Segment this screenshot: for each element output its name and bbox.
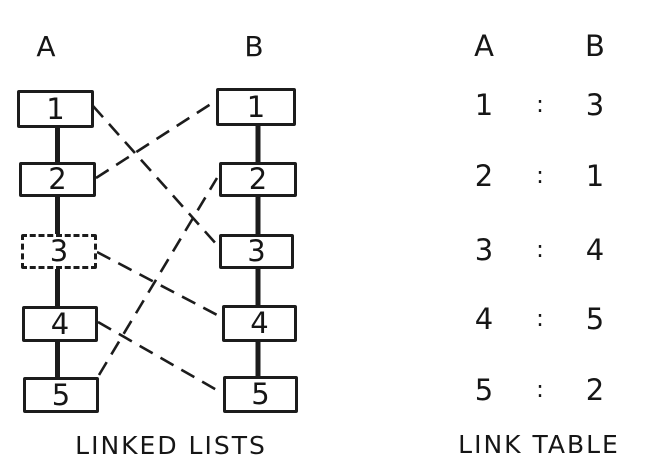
row-a-value: 5	[474, 373, 494, 407]
list-b-node-3: 3	[219, 234, 294, 269]
link-table-caption: LINK TABLE	[458, 430, 620, 459]
row-separator: :	[536, 306, 544, 332]
link-table-row: 4 : 5	[454, 303, 624, 335]
link-line-a1-b3	[92, 105, 219, 247]
link-table-header-b: B	[585, 29, 605, 63]
list-b-node-5: 5	[223, 376, 298, 413]
row-separator: :	[536, 163, 544, 189]
link-line-a5-b2	[97, 177, 219, 376]
list-b-node-4: 4	[222, 305, 297, 342]
list-b-node-2: 2	[219, 162, 297, 197]
list-a-node-1: 1	[17, 90, 94, 128]
link-table-header: A B	[454, 30, 624, 62]
link-line-a4-b5	[97, 320, 223, 395]
list-a-node-2: 2	[19, 162, 96, 197]
link-table-header-gap	[514, 30, 566, 62]
row-a-value: 2	[474, 159, 494, 193]
linked-lists-caption: LINKED LISTS	[75, 431, 267, 460]
row-separator: :	[536, 377, 544, 403]
row-a-value: 4	[474, 302, 494, 336]
list-b-column-label: B	[244, 30, 264, 63]
row-b-value: 4	[585, 233, 605, 267]
link-table-row: 3 : 4	[454, 234, 624, 266]
link-table-header-a: A	[474, 29, 494, 63]
row-a-value: 1	[474, 88, 494, 122]
row-separator: :	[536, 92, 544, 118]
link-line-a3-b4	[96, 250, 222, 319]
row-b-value: 3	[585, 88, 605, 122]
link-table-row: 2 : 1	[454, 160, 624, 192]
row-separator: :	[536, 237, 544, 263]
list-b-node-1: 1	[216, 88, 296, 126]
list-a-column-label: A	[36, 30, 56, 63]
row-b-value: 1	[585, 159, 605, 193]
row-b-value: 2	[585, 373, 605, 407]
link-table-row: 1 : 3	[454, 89, 624, 121]
row-b-value: 5	[585, 302, 605, 336]
list-a-node-3: 3	[21, 234, 97, 269]
list-a-node-4: 4	[22, 306, 98, 342]
link-line-a2-b1	[95, 100, 215, 180]
row-a-value: 3	[474, 233, 494, 267]
link-table-row: 5 : 2	[454, 374, 624, 406]
list-a-node-5: 5	[23, 377, 99, 413]
